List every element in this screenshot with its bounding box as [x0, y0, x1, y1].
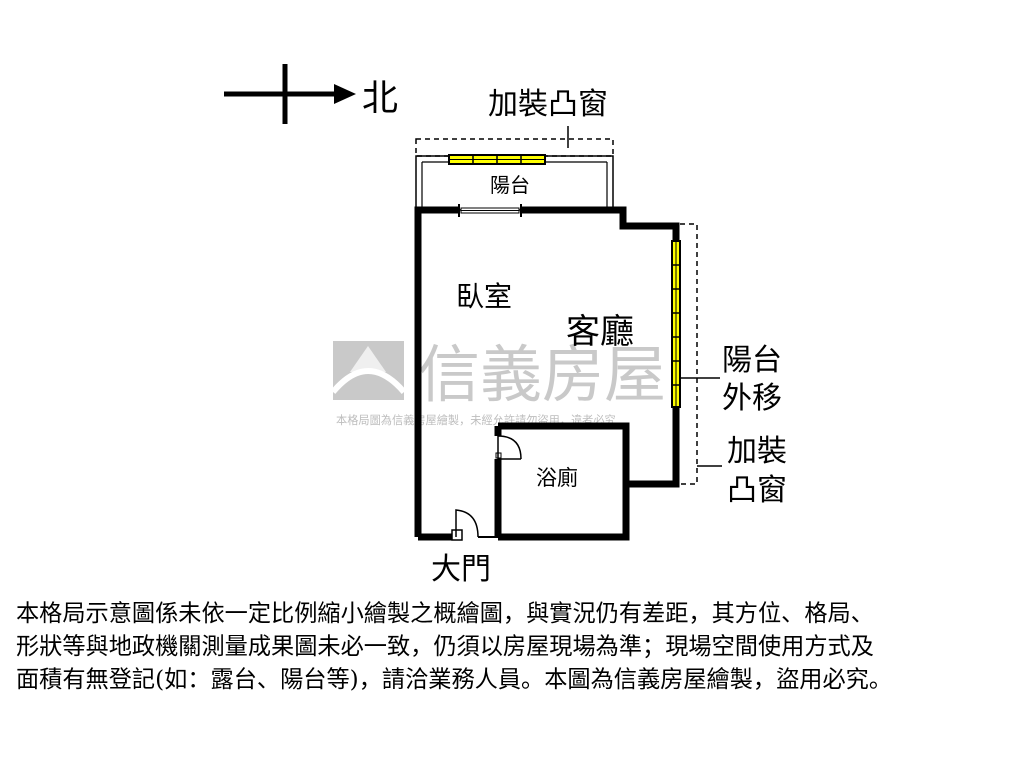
- north-compass: 北: [224, 64, 398, 124]
- living-room-label: 客廳: [566, 312, 634, 352]
- bedroom-label: 臥室: [456, 280, 512, 313]
- bay-window-outline-right: [680, 223, 698, 485]
- bay-window-right-label-line2: 凸窗: [727, 473, 787, 508]
- disclaimer-text: 本格局示意圖係未依一定比例縮小繪製之概繪圖，與實況仍有差距，其方位、格局、 形狀…: [16, 597, 1016, 696]
- balcony-sliding-door: [458, 204, 522, 217]
- disclaimer-line-1: 本格局示意圖係未依一定比例縮小繪製之概繪圖，與實況仍有差距，其方位、格局、: [16, 600, 874, 627]
- floor-plan: 北 信義房屋 本格局圖為信義房屋繪製，未經允許請勿盜用，違者必究 陽台 加裝凸窗: [224, 64, 787, 587]
- main-door-label: 大門: [431, 552, 491, 587]
- balcony-label: 陽台: [490, 173, 530, 197]
- top-balcony: 陽台: [415, 126, 614, 211]
- bay-window-right-label-line1: 加裝: [727, 434, 787, 469]
- north-arrow-icon: [334, 84, 356, 104]
- bathroom-label: 浴廁: [536, 466, 578, 490]
- bay-window-outline-top: [415, 138, 614, 157]
- balcony-moved-label-line2: 外移: [722, 381, 782, 416]
- watermark: 信義房屋 本格局圖為信義房屋繪製，未經允許請勿盜用，違者必究: [330, 338, 666, 427]
- main-door: [451, 509, 498, 541]
- window-top: [448, 154, 546, 165]
- bathroom-door: [495, 435, 522, 460]
- balcony-moved-label-line1: 陽台: [722, 343, 782, 378]
- disclaimer-line-3: 面積有無登記(如：露台、陽台等)，請洽業務人員。本圖為信義房屋繪製，盜用必究。: [16, 666, 893, 693]
- window-right: [671, 240, 681, 408]
- north-label: 北: [362, 78, 398, 119]
- watermark-brand: 信義房屋: [418, 338, 666, 411]
- bay-window-top-label: 加裝凸窗: [488, 87, 608, 122]
- disclaimer-line-2: 形狀等與地政機關測量成果圖未必一致，仍須以房屋現場為準；現場空間使用方式及: [16, 633, 874, 660]
